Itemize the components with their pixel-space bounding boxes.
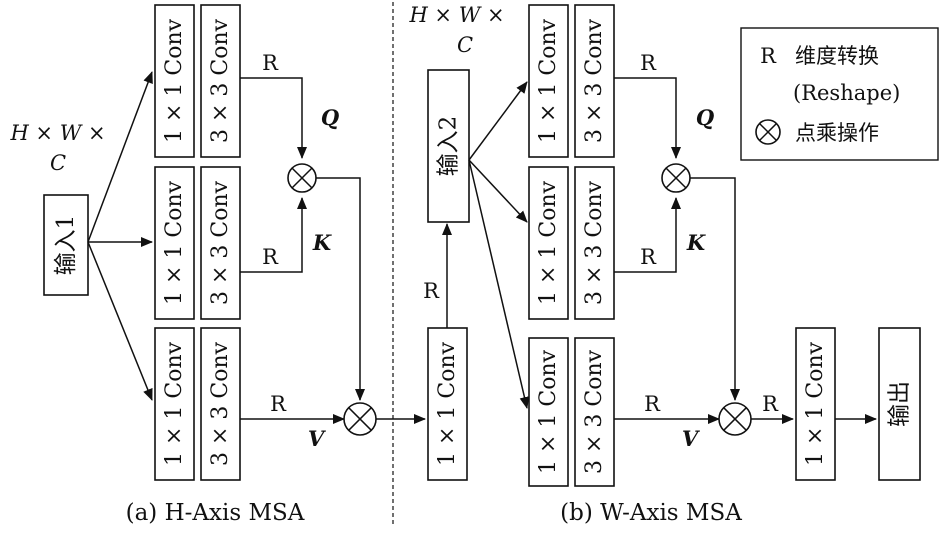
arrow-input2-to-k bbox=[468, 159, 528, 223]
reshape-k-b: R bbox=[640, 245, 657, 269]
dot-product-qk-b bbox=[661, 163, 691, 193]
legend-reshape-label: 维度转换 bbox=[795, 44, 879, 68]
conv3x3-v-a-label: 3 × 3 Conv bbox=[208, 341, 233, 466]
conv3x3-k-b-label: 3 × 3 Conv bbox=[582, 180, 607, 305]
conv1x1-final bbox=[795, 327, 836, 481]
arrow-input1-to-q bbox=[87, 71, 153, 243]
conv1x1-b-entry bbox=[427, 327, 468, 481]
conv1x1-q-b-label: 1 × 1 Conv bbox=[536, 18, 561, 143]
conv1x1-v-a bbox=[154, 327, 195, 481]
k-label-b: K bbox=[686, 230, 706, 255]
reshape-entry-b: R bbox=[423, 279, 440, 303]
conv3x3-q-a bbox=[200, 4, 241, 158]
legend-dot-product-icon bbox=[755, 119, 781, 145]
arrow-q-b bbox=[614, 77, 681, 159]
input2-label: 输入2 bbox=[436, 116, 462, 177]
arrow-input2-to-q bbox=[468, 81, 528, 161]
conv1x1-k-a-label: 1 × 1 Conv bbox=[162, 180, 187, 305]
reshape-q-a: R bbox=[262, 51, 279, 75]
conv1x1-k-b-label: 1 × 1 Conv bbox=[536, 180, 561, 305]
input2-box bbox=[427, 69, 470, 223]
arrow-qk-to-v-a bbox=[316, 177, 365, 401]
reshape-v-a: R bbox=[270, 392, 287, 416]
conv3x3-k-a bbox=[200, 166, 241, 320]
conv3x3-q-a-label: 3 × 3 Conv bbox=[208, 18, 233, 143]
conv1x1-v-b bbox=[528, 337, 569, 487]
input1-box bbox=[43, 194, 89, 296]
output-label: 输出 bbox=[887, 381, 913, 427]
q-label-a: Q bbox=[321, 105, 339, 130]
input-shape-label-b: H × W × bbox=[408, 3, 504, 27]
dot-product-qk-a bbox=[287, 163, 317, 193]
conv3x3-q-b-label: 3 × 3 Conv bbox=[582, 18, 607, 143]
conv1x1-final-label: 1 × 1 Conv bbox=[803, 341, 828, 466]
legend-reshape-symbol: R bbox=[760, 44, 777, 68]
conv1x1-k-b bbox=[528, 166, 569, 320]
conv3x3-q-b bbox=[574, 4, 615, 158]
reshape-out-b: R bbox=[762, 392, 779, 416]
conv1x1-q-a bbox=[154, 4, 195, 158]
reshape-q-b: R bbox=[640, 51, 657, 75]
arrow-k-a bbox=[240, 197, 307, 273]
conv3x3-v-b-label: 3 × 3 Conv bbox=[582, 349, 607, 474]
arrow-qk-to-v-b bbox=[690, 177, 740, 401]
input1-label: 输入1 bbox=[53, 215, 79, 276]
conv3x3-k-a-label: 3 × 3 Conv bbox=[208, 180, 233, 305]
k-label-a: K bbox=[312, 230, 332, 255]
caption-a: (a) H-Axis MSA bbox=[126, 500, 305, 526]
legend-dot-label: 点乘操作 bbox=[795, 121, 879, 145]
conv1x1-v-b-label: 1 × 1 Conv bbox=[536, 349, 561, 474]
input-shape-label-a: H × W × bbox=[9, 121, 105, 145]
arrow-q-a bbox=[240, 77, 307, 159]
conv3x3-v-a bbox=[200, 327, 241, 481]
legend: R 维度转换 (Reshape) 点乘操作 bbox=[740, 27, 939, 161]
conv1x1-q-b bbox=[528, 4, 569, 158]
arrow-input1-to-v bbox=[87, 241, 153, 401]
arrow-input2-to-v bbox=[468, 159, 530, 409]
reshape-k-a: R bbox=[262, 245, 279, 269]
dot-product-v-a bbox=[343, 402, 377, 436]
legend-reshape-label-en: (Reshape) bbox=[793, 81, 900, 105]
conv1x1-b-entry-label: 1 × 1 Conv bbox=[435, 341, 460, 466]
output-box bbox=[878, 327, 921, 481]
v-label-b: V bbox=[682, 426, 701, 451]
q-label-b: Q bbox=[696, 105, 714, 130]
reshape-v-b: R bbox=[644, 392, 661, 416]
caption-b: (b) W-Axis MSA bbox=[560, 500, 742, 526]
v-label-a: V bbox=[308, 426, 327, 451]
conv1x1-q-a-label: 1 × 1 Conv bbox=[162, 18, 187, 143]
arrow-k-b bbox=[614, 197, 681, 273]
conv1x1-k-a bbox=[154, 166, 195, 320]
conv1x1-v-a-label: 1 × 1 Conv bbox=[162, 341, 187, 466]
conv3x3-k-b bbox=[574, 166, 615, 320]
dot-product-v-b bbox=[718, 402, 752, 436]
input-shape-channel-a: C bbox=[50, 151, 66, 175]
conv3x3-v-b bbox=[574, 337, 615, 487]
input-shape-channel-b: C bbox=[457, 33, 473, 57]
